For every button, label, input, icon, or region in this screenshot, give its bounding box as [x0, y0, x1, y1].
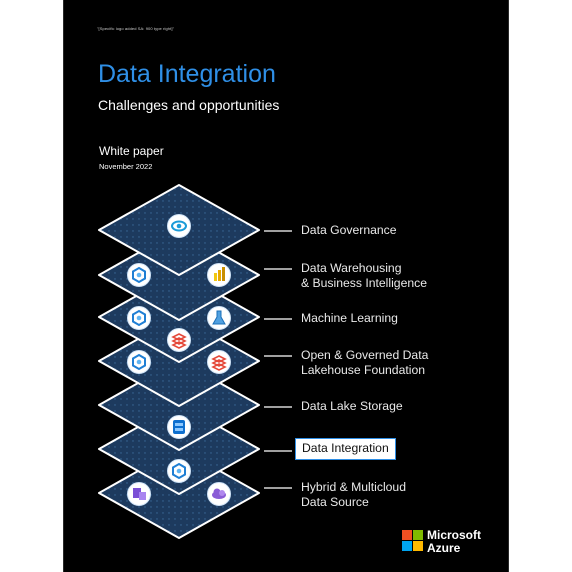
hybrid-source-icon	[127, 482, 151, 506]
brand-line2: Azure	[427, 540, 461, 555]
ms-logo-tile-red	[402, 530, 412, 540]
machine-learning-flask-icon	[207, 306, 231, 330]
layer-label: Data Governance	[301, 223, 397, 237]
synapse-icon	[127, 306, 151, 330]
ms-logo-tile-green	[413, 530, 423, 540]
document-type: White paper	[99, 144, 164, 158]
multicloud-source-icon	[207, 482, 231, 506]
layer-label: Data Lake Storage	[301, 399, 403, 413]
header-note: "[Specific logo added SA: 900 type right…	[97, 26, 175, 31]
whitepaper-cover: "[Specific logo added SA: 900 type right…	[64, 0, 508, 572]
synapse-icon	[167, 459, 191, 483]
brand-line1: Microsoft	[427, 528, 481, 542]
layer-stack-illustration	[98, 184, 292, 539]
page-subtitle: Challenges and opportunities	[98, 97, 280, 113]
layer-label: Data Warehousing& Business Intelligence	[301, 261, 428, 290]
data-lake-storage-icon	[167, 415, 191, 439]
databricks-icon	[167, 328, 191, 352]
power-bi-icon	[207, 263, 231, 287]
brand-name: Microsoft Azure	[427, 529, 481, 554]
layer-label: Machine Learning	[301, 311, 398, 325]
layer-label: Data Integration	[295, 438, 396, 460]
synapse-icon	[127, 350, 151, 374]
ms-logo-tile-blue	[402, 541, 412, 551]
publication-date: November 2022	[99, 162, 153, 171]
databricks-icon	[207, 350, 231, 374]
page-title: Data Integration	[98, 60, 276, 88]
ms-logo-tile-yellow	[413, 541, 423, 551]
synapse-icon	[127, 263, 151, 287]
purview-eye-icon	[167, 214, 191, 238]
